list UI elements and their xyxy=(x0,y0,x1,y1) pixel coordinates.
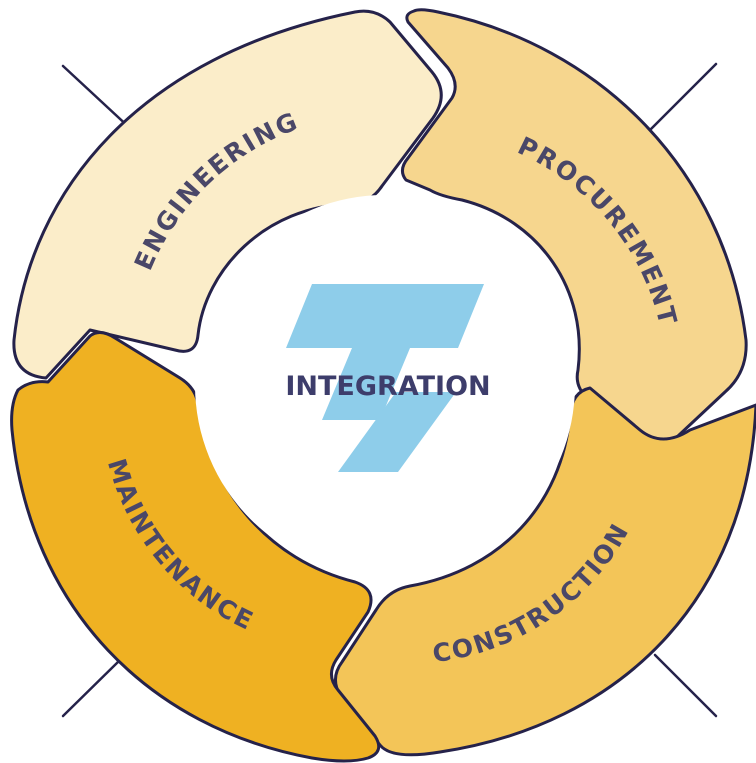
segment-maintenance[interactable] xyxy=(10,331,381,763)
spoke-top-right xyxy=(646,62,718,134)
logo-stem-bottom xyxy=(338,392,456,472)
spoke-top-left xyxy=(61,64,134,132)
stylized-t-logo-icon xyxy=(286,284,484,472)
ring-segments xyxy=(10,8,756,763)
logo-stem-top xyxy=(322,348,410,420)
center-hub: INTEGRATION xyxy=(195,195,575,575)
logo-top-bar xyxy=(286,284,484,348)
segment-procurement[interactable] xyxy=(401,8,748,447)
spokes xyxy=(61,62,718,718)
spoke-bottom-right xyxy=(653,653,718,718)
segment-construction[interactable] xyxy=(334,386,756,757)
segment-engineering[interactable] xyxy=(12,9,443,380)
spoke-bottom-left xyxy=(61,658,122,718)
center-label: INTEGRATION xyxy=(285,371,490,402)
